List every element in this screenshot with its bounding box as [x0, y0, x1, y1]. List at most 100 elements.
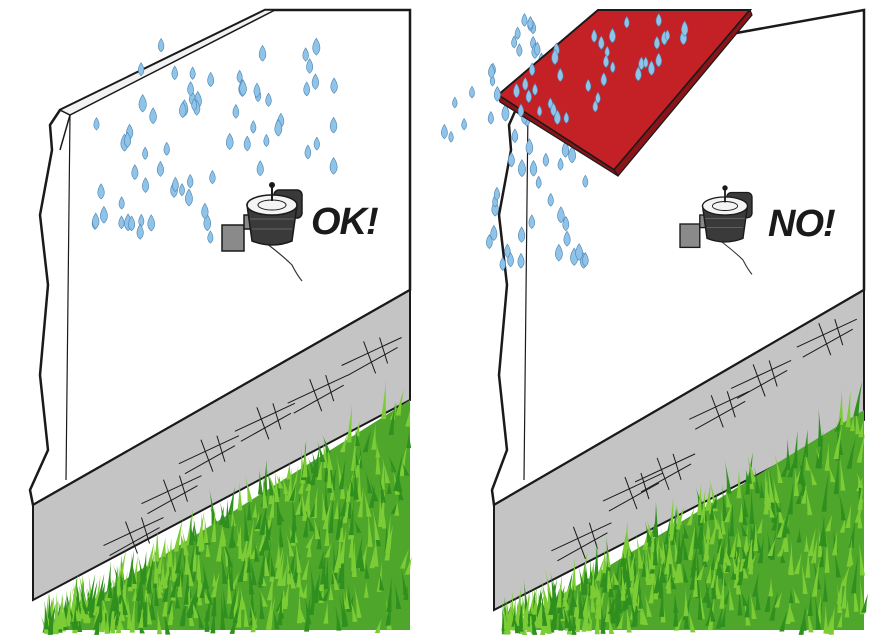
raindrop-icon — [274, 118, 283, 137]
raindrop-icon — [171, 65, 178, 80]
raindrop-icon — [236, 69, 243, 84]
rain-sensor-icon — [679, 185, 753, 275]
raindrop-icon — [600, 72, 607, 87]
raindrop-icon — [253, 82, 261, 98]
raindrop-icon — [306, 58, 314, 74]
raindrop-icon — [187, 81, 194, 97]
raindrop-icon — [648, 60, 655, 76]
rain — [91, 37, 338, 244]
raindrop-icon — [595, 91, 601, 104]
raindrop-icon — [250, 120, 257, 134]
rain-on-roof — [441, 13, 689, 143]
raindrop-icon — [575, 243, 584, 261]
raindrop-icon — [302, 47, 309, 62]
raindrop-icon — [493, 85, 501, 102]
wall — [28, 8, 412, 507]
raindrop-icon — [149, 107, 157, 125]
raindrop-icon — [534, 41, 541, 56]
raindrop-icon — [311, 73, 320, 90]
raindrop-icon — [513, 82, 520, 99]
raindrop-icon — [226, 132, 234, 150]
raindrop-icon — [191, 98, 198, 111]
raindrop-icon — [591, 29, 598, 43]
raindrop-icon — [487, 110, 494, 125]
raindrop-icon — [441, 123, 448, 140]
raindrop-icon — [562, 215, 570, 232]
raindrop-icon — [232, 103, 240, 119]
panel-ok — [28, 8, 412, 635]
panel-no — [441, 8, 868, 635]
grass — [500, 381, 868, 635]
raindrop-icon — [329, 116, 338, 134]
raindrop-icon — [157, 37, 165, 53]
raindrop-icon — [118, 196, 125, 210]
raindrop-icon — [514, 26, 521, 40]
raindrop-icon — [518, 226, 526, 243]
raindrop-icon — [452, 96, 458, 109]
verdict-label-ok: OK! — [311, 201, 379, 243]
raindrop-icon — [163, 141, 170, 156]
raindrop-icon — [243, 135, 251, 152]
raindrop-icon — [535, 175, 542, 189]
raindrop-icon — [563, 230, 571, 247]
raindrop-icon — [527, 15, 534, 30]
raindrop-icon — [555, 243, 563, 262]
raindrop-icon — [525, 89, 532, 104]
roof-overhang — [496, 8, 753, 178]
raindrop-icon — [304, 144, 312, 160]
raindrop-icon — [501, 103, 510, 122]
raindrop-icon — [522, 76, 529, 91]
raindrop-icon — [256, 160, 264, 177]
raindrop-icon — [582, 252, 589, 267]
grass — [39, 380, 412, 635]
verdict-label-no: NO! — [768, 203, 836, 245]
raindrop-icon — [142, 177, 150, 193]
raindrop-icon — [265, 92, 272, 107]
raindrop-icon — [469, 85, 475, 99]
raindrop-icon — [207, 230, 214, 244]
raindrop-icon — [131, 164, 139, 180]
raindrop-icon — [547, 192, 554, 207]
raindrop-icon — [529, 159, 538, 177]
raindrop-icon — [529, 62, 536, 77]
raindrop-icon — [557, 157, 564, 171]
raindrop-icon — [303, 81, 310, 97]
raindrop-icon — [499, 256, 506, 271]
raindrop-icon — [138, 94, 147, 113]
raindrop-icon — [239, 79, 247, 97]
raindrop-icon — [185, 188, 193, 207]
raindrop-icon — [563, 111, 570, 124]
raindrop-icon — [493, 186, 500, 201]
raindrop-icon — [209, 170, 216, 185]
raindrop-icon — [147, 214, 155, 232]
raindrop-icon — [490, 224, 498, 241]
sidewalk-cracks — [103, 337, 402, 556]
raindrop-icon — [511, 35, 518, 49]
raindrop-icon — [582, 174, 589, 188]
raindrop-icon — [557, 206, 565, 224]
raindrop-icon — [258, 44, 267, 62]
raindrop-icon — [313, 136, 320, 151]
raindrop-icon — [517, 103, 525, 118]
raindrop-icon — [516, 43, 523, 57]
raindrop-icon — [504, 243, 511, 258]
raindrop-icon — [97, 183, 105, 200]
raindrop-icon — [557, 67, 564, 82]
raindrop-icon — [598, 35, 605, 50]
raindrop-icon — [123, 131, 132, 148]
raindrop-icon — [655, 13, 662, 27]
raindrop-icon — [128, 215, 136, 232]
raindrop-icon — [156, 160, 164, 177]
raindrop-icon — [517, 159, 526, 178]
raindrop-icon — [653, 35, 660, 50]
raindrop-icon — [100, 205, 108, 224]
raindrop-icon — [92, 212, 100, 229]
raindrop-icon — [486, 233, 493, 250]
raindrop-icon — [136, 223, 144, 240]
raindrop-icon — [536, 105, 543, 117]
raindrop-icon — [207, 71, 215, 88]
raindrop-icon — [561, 141, 570, 158]
raindrop-icon — [187, 174, 194, 189]
raindrop-icon — [609, 27, 616, 44]
